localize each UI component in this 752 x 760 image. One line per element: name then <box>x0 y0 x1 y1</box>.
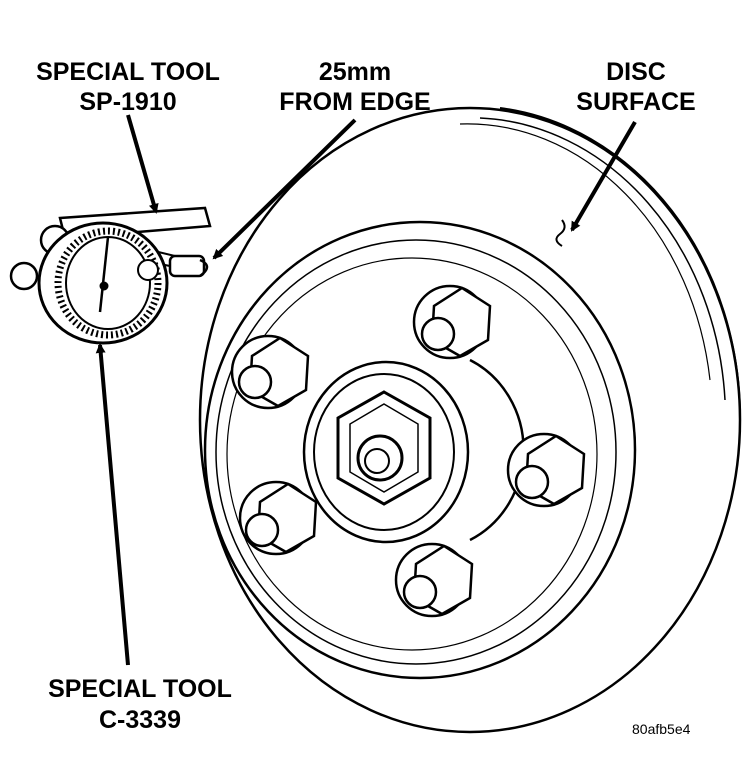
hex-lug-nut-icon <box>394 542 474 618</box>
disc-surface-mark <box>555 219 566 247</box>
hex-lug-nut-icon <box>230 334 310 410</box>
arrow-tool-c3339 <box>95 343 130 666</box>
hex-lug-nut-icon <box>412 284 492 360</box>
label-edge-line2: FROM EDGE <box>279 88 430 116</box>
arrow-tool-sp1910 <box>126 114 159 214</box>
arrow-disc-surface <box>570 120 637 232</box>
hex-lug-nut-icon <box>506 432 586 508</box>
arrow-25mm-edge <box>212 118 357 260</box>
label-tool-bottom-line1: SPECIAL TOOL <box>48 675 232 703</box>
figure-code: 80afb5e4 <box>632 721 691 737</box>
label-edge-line1: 25mm <box>319 58 391 86</box>
label-tool-top-line2: SP-1910 <box>79 88 176 116</box>
dial-indicator-icon <box>9 221 169 345</box>
label-disc-line2: SURFACE <box>576 88 695 116</box>
brake-disc <box>198 106 742 734</box>
hex-lug-nut-icon <box>238 480 318 556</box>
leader-arrows <box>95 114 637 666</box>
hub-assembly <box>203 220 637 680</box>
label-tool-bottom-line2: C-3339 <box>99 706 181 734</box>
label-disc-line1: DISC <box>606 58 666 86</box>
label-tool-top-line1: SPECIAL TOOL <box>36 58 220 86</box>
hex-spindle-nut-icon <box>336 390 432 506</box>
